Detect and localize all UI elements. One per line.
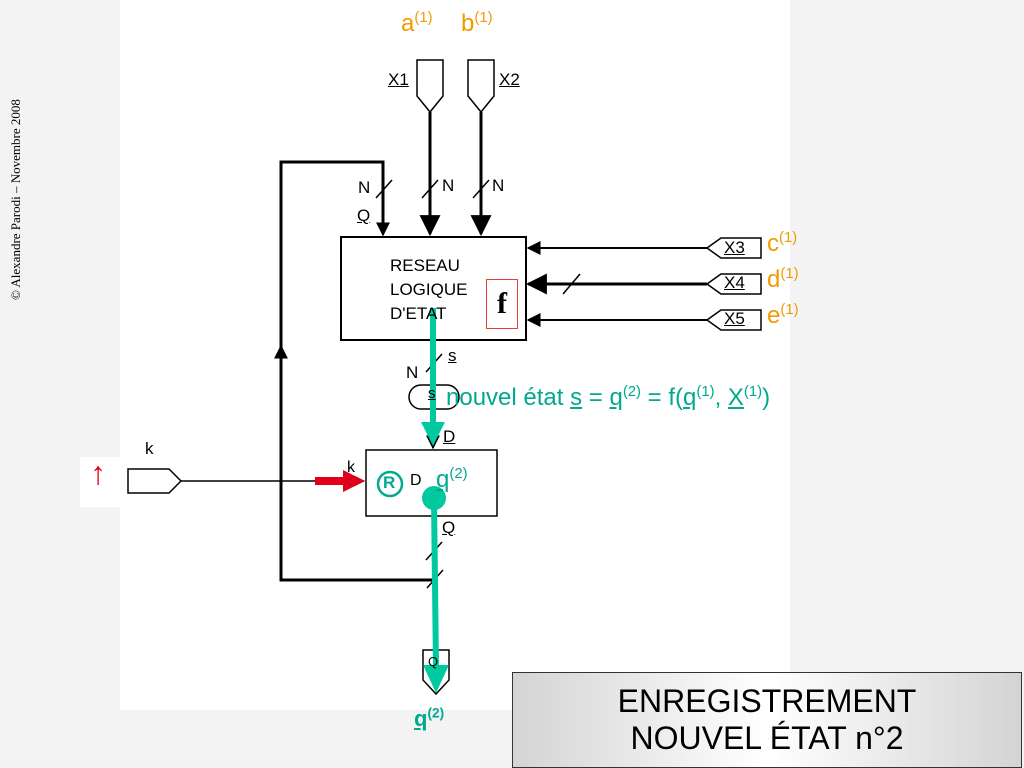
x2-label: X2: [499, 70, 520, 89]
x3-label: X3: [724, 238, 745, 257]
clock-up-arrow-box: [80, 457, 122, 507]
input-port-x3: [705, 237, 762, 259]
title-line-1: ENREGISTREMENT: [617, 683, 917, 719]
input-a-sup: (1): [414, 10, 433, 26]
green-arrowhead-output: [423, 665, 449, 693]
bus-n-label-x2: N: [492, 176, 505, 195]
input-port-x4: [705, 273, 762, 295]
slide-title: ENREGISTREMENT NOUVEL ÉTAT n°2: [512, 672, 1022, 768]
eq-eq1: =: [582, 384, 610, 411]
bus-s-label: s: [448, 346, 457, 365]
input-port-x1: [416, 59, 444, 114]
input-d-sup: (1): [780, 266, 799, 282]
eq-s: s: [570, 384, 583, 411]
register-r-circle: [376, 470, 404, 498]
green-arrow-to-output: [431, 499, 439, 669]
input-d-letter: d: [767, 266, 781, 293]
eq-q: q: [609, 384, 623, 411]
output-q-sup: (2): [427, 705, 445, 721]
register-state-sup: (2): [449, 466, 468, 482]
input-e-label: e(1): [767, 302, 799, 330]
bus-n-label-s: N: [406, 363, 419, 382]
input-d-label: d(1): [767, 266, 799, 294]
function-f-box: f: [486, 279, 518, 329]
logic-line-1: RESEAU: [390, 256, 460, 275]
feedback-loop: [279, 160, 435, 582]
function-f-label: f: [497, 287, 507, 320]
state-equation: nouvel état s = q(2) = f(q(1), X(1)): [446, 384, 770, 412]
logic-line-3: D'ETAT: [390, 304, 447, 323]
bus-n-label-x1: N: [442, 176, 455, 195]
bus-q-label: Q: [357, 206, 371, 225]
bus-slash: [375, 179, 393, 199]
eq-x: X: [727, 384, 744, 411]
input-c-letter: c: [767, 230, 779, 257]
clock-k-label: k: [145, 439, 154, 458]
x5-label: X5: [724, 309, 745, 328]
bus-s-capsule-label: s: [428, 385, 436, 402]
logic-line-2: LOGIQUE: [390, 280, 468, 299]
green-arrowhead-register: [421, 422, 445, 446]
input-e-letter: e: [767, 302, 781, 329]
input-e-sup: (1): [780, 302, 799, 318]
diagram-canvas: [120, 0, 790, 710]
output-port-label: Q: [428, 654, 439, 669]
bus-slash: [421, 179, 439, 199]
register-state-label: q(2): [436, 466, 468, 494]
eq-eq2: = f(: [641, 384, 684, 411]
title-line-2: NOUVEL ÉTAT n°2: [630, 720, 904, 756]
input-b-sup: (1): [474, 10, 493, 26]
input-b-letter: b: [461, 10, 475, 37]
register-q-bottom-label: Q: [442, 518, 456, 537]
clock-red-arrow-head: [343, 470, 365, 492]
eq-comma: ,: [714, 384, 728, 411]
logic-block-text: RESEAU LOGIQUE D'ETAT: [390, 254, 467, 326]
input-a-label: a(1): [401, 10, 433, 38]
x1-label: X1: [388, 70, 409, 89]
input-b-label: b(1): [461, 10, 493, 38]
input-port-x2: [467, 59, 495, 114]
register-k-in-label: k: [347, 459, 355, 476]
register-d-top-label: D: [443, 427, 456, 446]
output-q-label: q(2): [414, 706, 444, 732]
green-dot-register: [422, 486, 446, 510]
bus-slash: [472, 179, 490, 199]
register-d-in-label: D: [410, 472, 422, 489]
input-c-sup: (1): [779, 230, 798, 246]
eq-q2: q: [683, 384, 697, 411]
input-port-x5: [705, 309, 762, 331]
eq-q-sup: (2): [622, 384, 641, 400]
input-a-letter: a: [401, 10, 415, 37]
clock-input-port: [127, 468, 183, 494]
bus-n-label-q: N: [358, 178, 371, 197]
output-q: q: [414, 706, 428, 731]
input-c-label: c(1): [767, 230, 797, 258]
eq-prefix: nouvel état: [446, 384, 571, 411]
register-state-q: q: [436, 466, 450, 493]
eq-x-sup: (1): [743, 384, 763, 400]
eq-q2-sup: (1): [696, 384, 715, 400]
clock-rising-edge-icon: ↑: [90, 455, 106, 491]
eq-close: ): [762, 384, 771, 411]
register-r-label: R: [383, 473, 396, 492]
x4-label: X4: [724, 273, 745, 292]
